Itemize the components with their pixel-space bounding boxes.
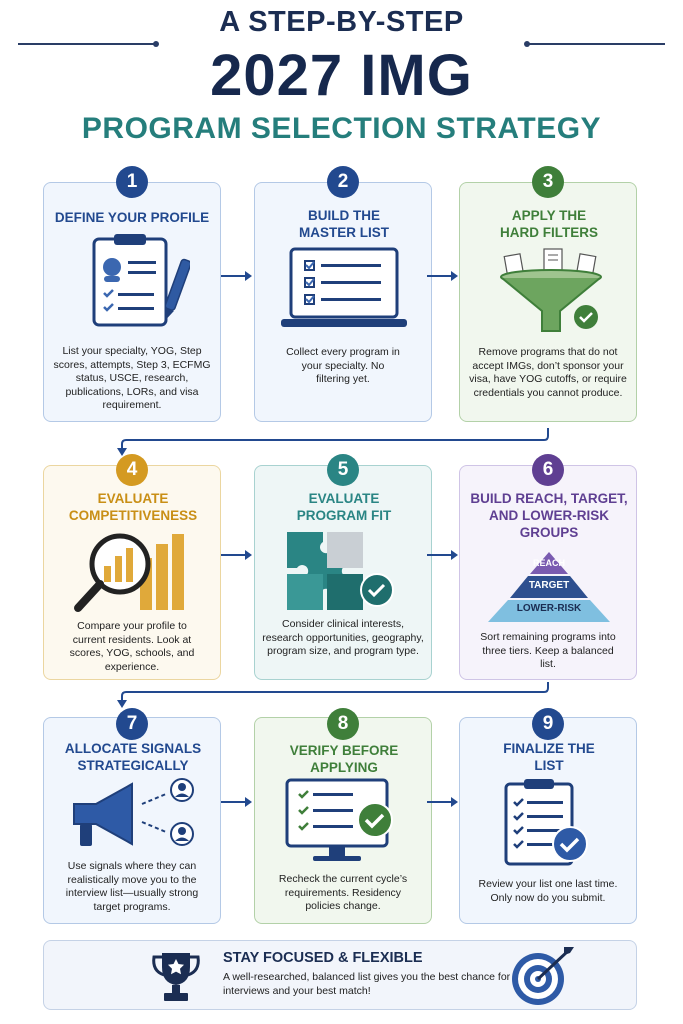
step-number-badge: 6 bbox=[532, 454, 564, 486]
step-title: EVALUATE COMPETITIVENESS bbox=[68, 491, 198, 523]
step-card-2: 2 BUILD THE MASTER LIST Collect every pr… bbox=[254, 166, 432, 422]
funnel-icon bbox=[500, 248, 602, 332]
step-number-badge: 5 bbox=[327, 454, 359, 486]
arrow-right-icon bbox=[427, 550, 458, 560]
step-title: APPLY THE HARD FILTERS bbox=[500, 208, 598, 240]
laptop-checklist-icon bbox=[281, 247, 407, 327]
step-card-8: 8 VERIFY BEFORE APPLYING Recheck the cur… bbox=[254, 708, 432, 924]
arrow-right-icon bbox=[221, 797, 252, 807]
step-card-9: 9 FINALIZE THE LIST Review your list one… bbox=[459, 708, 637, 924]
puzzle-icon bbox=[287, 532, 394, 610]
step-description: Use signals where they can realistically… bbox=[65, 860, 199, 913]
header: A STEP-BY-STEP 2027 IMG PROGRAM SELECTIO… bbox=[0, 0, 683, 160]
step-description: Consider clinical interests, research op… bbox=[262, 618, 424, 657]
step-number-badge: 8 bbox=[327, 708, 359, 740]
footer-banner: STAY FOCUSED & FLEXIBLE A well-researche… bbox=[43, 940, 637, 1010]
pyramid-tier-reach: REACH bbox=[532, 558, 565, 568]
header-eyebrow: A STEP-BY-STEP bbox=[219, 6, 464, 38]
footer-text: A well-researched, balanced list gives y… bbox=[223, 971, 511, 997]
step-title: BUILD THE MASTER LIST bbox=[299, 208, 389, 240]
step-description: Review your list one last time. Only now… bbox=[478, 878, 618, 904]
step-card-1: 1 DEFINE YOUR PROFILE List your specialt… bbox=[43, 166, 221, 422]
step-title: DEFINE YOUR PROFILE bbox=[54, 210, 210, 225]
arrow-right-icon bbox=[221, 550, 252, 560]
step-title: BUILD REACH, TARGET, AND LOWER-RISK GROU… bbox=[470, 491, 628, 540]
step-number-badge: 4 bbox=[116, 454, 148, 486]
target-icon bbox=[512, 947, 574, 1005]
header-rule-left bbox=[18, 41, 159, 47]
page-title: 2027 IMG bbox=[210, 43, 473, 108]
step-card-7: 7 ALLOCATE SIGNALS STRATEGICALLY Use sig… bbox=[43, 708, 221, 924]
step-description: Remove programs that do not accept IMGs,… bbox=[469, 346, 627, 399]
trophy-icon bbox=[152, 953, 200, 1001]
magnifier-chart-icon bbox=[74, 533, 184, 612]
step-title: FINALIZE THE LIST bbox=[503, 741, 595, 773]
row-connector-arrow bbox=[117, 428, 549, 456]
clipboard-check-icon bbox=[504, 779, 588, 866]
monitor-check-icon bbox=[285, 778, 393, 861]
step-title: ALLOCATE SIGNALS STRATEGICALLY bbox=[64, 741, 202, 773]
arrow-right-icon bbox=[427, 797, 458, 807]
step-description: Compare your profile to current resident… bbox=[69, 620, 195, 673]
pyramid-tier-lower-risk: LOWER-RISK bbox=[516, 603, 582, 614]
step-card-6: 6 BUILD REACH, TARGET, AND LOWER-RISK GR… bbox=[459, 454, 637, 680]
header-rule-right bbox=[524, 41, 665, 47]
step-number-badge: 7 bbox=[116, 708, 148, 740]
footer-title: STAY FOCUSED & FLEXIBLE bbox=[223, 950, 423, 966]
step-number-badge: 3 bbox=[532, 166, 564, 198]
step-card-5: 5 EVALUATE PROGRAM FIT Consider clinical… bbox=[254, 454, 432, 680]
arrow-right-icon bbox=[427, 271, 458, 281]
step-number-badge: 9 bbox=[532, 708, 564, 740]
clipboard-profile-icon bbox=[92, 234, 190, 327]
step-title: VERIFY BEFORE APPLYING bbox=[289, 743, 399, 775]
pyramid-icon bbox=[488, 552, 610, 622]
step-description: List your specialty, YOG, Step scores, a… bbox=[53, 345, 211, 411]
step-number-badge: 2 bbox=[327, 166, 359, 198]
row-connector-arrow bbox=[117, 682, 549, 708]
step-number-badge: 1 bbox=[116, 166, 148, 198]
step-card-4: 4 EVALUATE COMPETITIVENESS Compare your … bbox=[43, 454, 221, 680]
pyramid-tier-target: TARGET bbox=[528, 580, 570, 591]
page-subtitle: PROGRAM SELECTION STRATEGY bbox=[81, 112, 602, 145]
step-description: Recheck the current cycle’s requirements… bbox=[278, 873, 408, 912]
megaphone-icon bbox=[73, 778, 194, 846]
step-card-3: 3 APPLY THE HARD FILTERS Remove programs… bbox=[459, 166, 637, 422]
arrow-right-icon bbox=[221, 271, 252, 281]
step-description: Sort remaining programs into three tiers… bbox=[480, 631, 616, 670]
step-description: Collect every program in your specialty.… bbox=[286, 346, 400, 385]
step-title: EVALUATE PROGRAM FIT bbox=[296, 491, 392, 523]
